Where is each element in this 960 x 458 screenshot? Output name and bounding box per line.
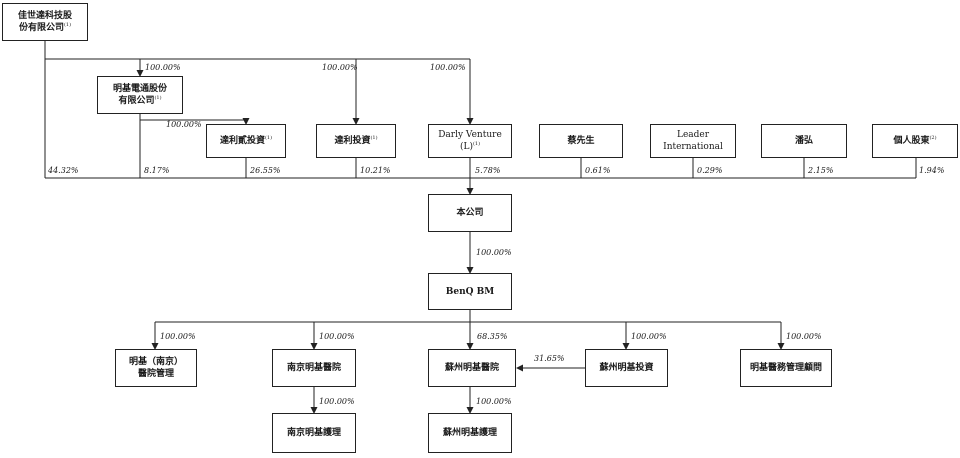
entity-benq-corp-line1: 明基電通股份 — [112, 84, 167, 94]
pct-dali-company: 10.21% — [360, 166, 391, 175]
entity-suzhou-hosp: 蘇州明基醫院 — [428, 349, 516, 387]
entity-nanjing-mgmt: 明基（南京） 醫院管理 — [115, 349, 197, 387]
pct-dalier-company: 26.55% — [250, 166, 281, 175]
pct-darly-company: 5.78% — [475, 166, 501, 175]
entity-dali: 達利投資(1) — [316, 124, 396, 158]
arrow-to-dalier — [140, 118, 250, 125]
pct-qisda-company: 44.32% — [48, 166, 79, 175]
note-marker: (1) — [370, 135, 378, 141]
pct-suzhou-care: 100.00% — [476, 397, 512, 406]
entity-company-line1: 本公司 — [456, 208, 484, 218]
pct-bm-suzhou-inv: 100.00% — [631, 332, 667, 341]
entity-leader: Leader International — [650, 124, 736, 158]
entity-mr-cai-line1: 蔡先生 — [567, 136, 595, 146]
entity-panhong-line1: 潘弘 — [794, 136, 813, 146]
entity-darly: Darly Venture (L)(1) — [428, 124, 512, 158]
pct-bm-nanjing-hosp: 100.00% — [319, 332, 355, 341]
entity-suzhou-inv-line1: 蘇州明基投資 — [599, 363, 654, 373]
pct-bm-nanjing-mgmt: 100.00% — [160, 332, 196, 341]
pct-nanjing-care: 100.00% — [319, 397, 355, 406]
entity-consult: 明基醫務管理顧問 — [740, 349, 832, 387]
entity-company: 本公司 — [428, 194, 512, 232]
entity-mr-cai: 蔡先生 — [539, 124, 623, 158]
entity-consult-line1: 明基醫務管理顧問 — [749, 363, 822, 373]
note-marker: (1) — [63, 22, 72, 28]
pct-qisda-dali: 100.00% — [322, 63, 358, 72]
pct-individual-company: 1.94% — [919, 166, 945, 175]
entity-nanjing-care-line1: 南京明基護理 — [286, 428, 341, 438]
pct-company-bm: 100.00% — [476, 248, 512, 257]
entity-suzhou-care-line1: 蘇州明基護理 — [442, 428, 497, 438]
entity-nanjing-hosp: 南京明基醫院 — [272, 349, 356, 387]
entity-darly-line2: (L) — [459, 142, 473, 152]
pct-panhong-company: 2.15% — [808, 166, 834, 175]
entity-qisda-line1: 佳世達科技股 — [17, 11, 72, 21]
entity-nanjing-mgmt-line2: 醫院管理 — [137, 369, 174, 379]
note-marker: (1) — [154, 95, 162, 101]
entity-suzhou-care: 蘇州明基護理 — [428, 413, 512, 453]
pct-bm-consult: 100.00% — [786, 332, 822, 341]
entity-leader-line2: International — [663, 142, 723, 152]
entity-benq-corp: 明基電通股份 有限公司(1) — [97, 76, 183, 114]
entity-nanjing-mgmt-line1: 明基（南京） — [128, 357, 183, 367]
entity-benq-corp-line2: 有限公司 — [118, 96, 155, 106]
pct-qisda-benq: 100.00% — [145, 63, 181, 72]
note-marker: (1) — [264, 135, 273, 141]
entity-qisda: 佳世達科技股 份有限公司(1) — [2, 3, 88, 41]
entity-suzhou-hosp-line1: 蘇州明基醫院 — [444, 363, 499, 373]
entity-dali-er-line1: 達利貳投資 — [219, 136, 265, 146]
pct-cai-company: 0.61% — [585, 166, 611, 175]
entity-benq-bm-line1: BenQ BM — [445, 286, 495, 297]
entity-darly-line1: Darly Venture — [438, 130, 502, 140]
note-marker: (1) — [472, 141, 481, 147]
entity-panhong: 潘弘 — [761, 124, 847, 158]
entity-dali-er: 達利貳投資(1) — [206, 124, 286, 158]
note-marker: (2) — [929, 135, 937, 141]
entity-leader-line1: Leader — [676, 130, 710, 140]
pct-benq-dalier: 100.00% — [166, 120, 202, 129]
entity-benq-bm: BenQ BM — [428, 273, 512, 310]
entity-individual-line1: 個人股東 — [893, 136, 930, 146]
entity-nanjing-hosp-line1: 南京明基醫院 — [286, 363, 341, 373]
pct-qisda-darly: 100.00% — [430, 63, 466, 72]
pct-suzhouinv-hosp: 31.65% — [534, 354, 565, 363]
entity-individual: 個人股東(2) — [872, 124, 958, 158]
pct-bm-suzhou-hosp: 68.35% — [477, 332, 508, 341]
entity-dali-line1: 達利投資 — [334, 136, 371, 146]
entity-nanjing-care: 南京明基護理 — [272, 413, 356, 453]
pct-benq-company: 8.17% — [144, 166, 170, 175]
entity-suzhou-inv: 蘇州明基投資 — [585, 349, 668, 387]
pct-leader-company: 0.29% — [697, 166, 723, 175]
entity-qisda-line2: 份有限公司 — [18, 23, 64, 33]
